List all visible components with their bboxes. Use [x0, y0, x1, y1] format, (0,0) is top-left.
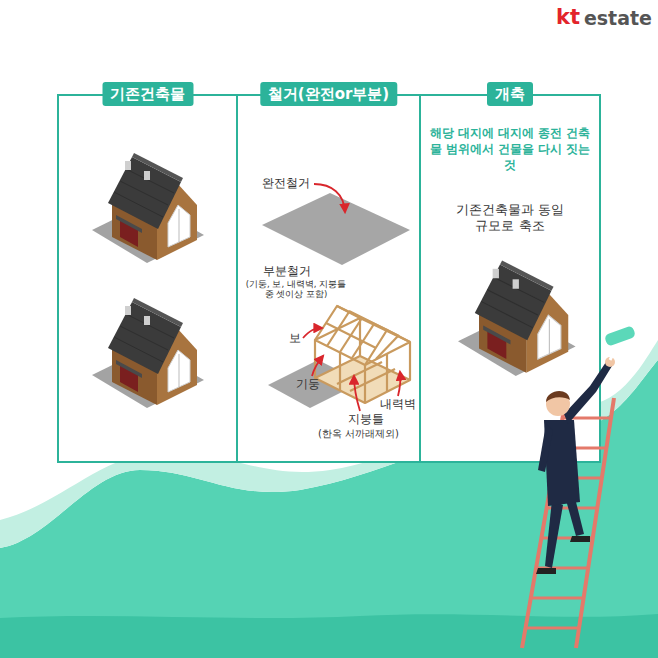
part-label: 지붕틀	[348, 412, 384, 426]
header-tab: 기존건축물	[102, 82, 193, 106]
note-text: 기존건축물과 동일규모로 축조	[453, 202, 567, 233]
column-panel: 개축해당 대지에 대지에 종전 건축물 범위에서 건물을 다시 짓는 것	[420, 95, 600, 462]
part-label: 완전철거	[262, 176, 310, 190]
header-tab: 철거(완전or부분)	[260, 82, 397, 106]
logo-text: estate	[584, 7, 652, 30]
part-label: 기둥	[296, 377, 320, 391]
note-text: (한옥 서까래제외)	[318, 428, 399, 440]
part-label: 내력벽	[380, 397, 416, 411]
note-text: (기둥, 보, 내력벽, 지붕틀 중 셋이상 포함)	[240, 279, 352, 299]
description-text: 해당 대지에 대지에 종전 건축물 범위에서 건물을 다시 짓는 것	[428, 125, 592, 173]
column-panel: 기존건축물	[58, 95, 237, 462]
part-label: 부분철거	[263, 264, 311, 278]
logo-text: kt	[556, 5, 580, 30]
part-label: 보	[289, 331, 301, 345]
header-tab: 개축	[487, 82, 533, 106]
